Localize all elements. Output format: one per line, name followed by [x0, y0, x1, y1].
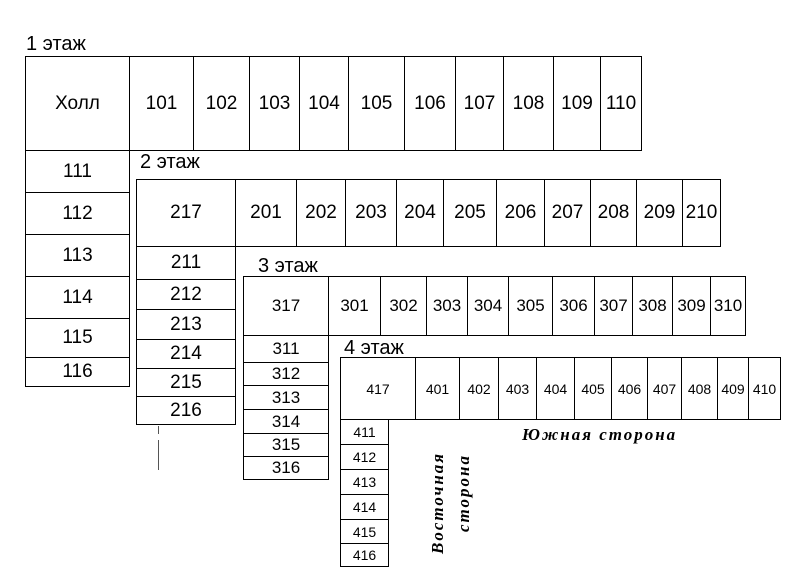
floor-4-room: 402 [459, 357, 499, 420]
floor-2-room: 210 [682, 179, 721, 247]
floor-2-room: 214 [136, 339, 236, 369]
floor-3-label: 3 этаж [258, 255, 318, 277]
floor-2-room: 202 [296, 179, 346, 247]
floor-1-room: 109 [553, 56, 601, 151]
floor-3-room: 315 [243, 433, 329, 457]
floor-1-room: 102 [193, 56, 250, 151]
floor-4-corner-room: 417 [340, 357, 416, 420]
floor-2-room: 207 [544, 179, 591, 247]
floor-2-room: 213 [136, 309, 236, 340]
floor-3-room: 309 [672, 276, 711, 336]
floor-1-room: 110 [600, 56, 642, 151]
floor-4-room: 407 [647, 357, 682, 420]
floor-2-room: 215 [136, 368, 236, 397]
floor-1-room: 104 [299, 56, 349, 151]
floor-2-room: 212 [136, 279, 236, 310]
floor-1-room: 113 [25, 234, 130, 277]
floor-4-room: 403 [498, 357, 537, 420]
floor-3-room: 312 [243, 362, 329, 386]
floor-4-room: 408 [681, 357, 718, 420]
floor-3-room: 301 [328, 276, 381, 336]
floor-1-room: 115 [25, 318, 130, 358]
floor-3-room: 304 [467, 276, 509, 336]
floor-1-label: 1 этаж [26, 33, 86, 55]
floor-4-room: 401 [415, 357, 460, 420]
floor-2-label: 2 этаж [140, 151, 200, 173]
floor-3-room: 313 [243, 385, 329, 410]
floor-3-room: 307 [594, 276, 633, 336]
east-side-label-line: Восточная [428, 451, 447, 554]
hall-cell: Холл [25, 56, 130, 151]
floor-4-room: 416 [340, 543, 389, 567]
floor-2-corner-room: 217 [136, 179, 236, 247]
floor-1-room: 108 [503, 56, 554, 151]
floor-2-room: 205 [443, 179, 497, 247]
floor-3-corner-room: 317 [243, 276, 329, 336]
floor-2-room: 206 [496, 179, 545, 247]
floor-4-room: 404 [536, 357, 575, 420]
floor-2-room: 208 [590, 179, 637, 247]
floor-4-room: 411 [340, 419, 389, 445]
floor-4-room: 409 [717, 357, 749, 420]
floor-4-room: 412 [340, 444, 389, 470]
dashed-mark [158, 440, 159, 470]
floor-1-room: 116 [25, 357, 130, 387]
floor-1-room: 114 [25, 276, 130, 319]
floor-3-room: 303 [426, 276, 468, 336]
floor-4-room: 405 [574, 357, 612, 420]
east-side-label: Восточная сторона [428, 436, 480, 560]
floor-4-room: 415 [340, 519, 389, 544]
floor-4-room: 414 [340, 494, 389, 520]
floor-1-room: 111 [25, 150, 130, 193]
floor-4-room: 406 [611, 357, 648, 420]
floor-3-room: 316 [243, 456, 329, 480]
floor-3-room: 310 [710, 276, 746, 336]
south-side-label: Южная сторона [522, 425, 678, 444]
floor-1-room: 107 [455, 56, 504, 151]
floor-2-room: 201 [235, 179, 297, 247]
floor-4-room: 410 [748, 357, 781, 420]
floor-3-room: 314 [243, 409, 329, 434]
floor-3-room: 308 [632, 276, 673, 336]
floor-4-room: 413 [340, 469, 389, 495]
floor-2-room: 204 [396, 179, 444, 247]
floor-2-room: 216 [136, 396, 236, 425]
floor-3-room: 305 [508, 276, 553, 336]
floor-3-room: 311 [243, 335, 329, 363]
floor-3-room: 306 [552, 276, 595, 336]
east-side-label-line: сторона [454, 454, 473, 532]
floor-1-room: 101 [129, 56, 194, 151]
floor-2-room: 209 [636, 179, 683, 247]
floor-1-room: 105 [348, 56, 405, 151]
floor-1-room: 103 [249, 56, 300, 151]
floor-2-room: 211 [136, 246, 236, 280]
floor-3-room: 302 [380, 276, 427, 336]
floor-1-room: 106 [404, 56, 456, 151]
floor-2-room: 203 [345, 179, 397, 247]
floor-4-label: 4 этаж [344, 337, 404, 359]
dashed-mark [158, 426, 159, 434]
floor-1-room: 112 [25, 192, 130, 235]
